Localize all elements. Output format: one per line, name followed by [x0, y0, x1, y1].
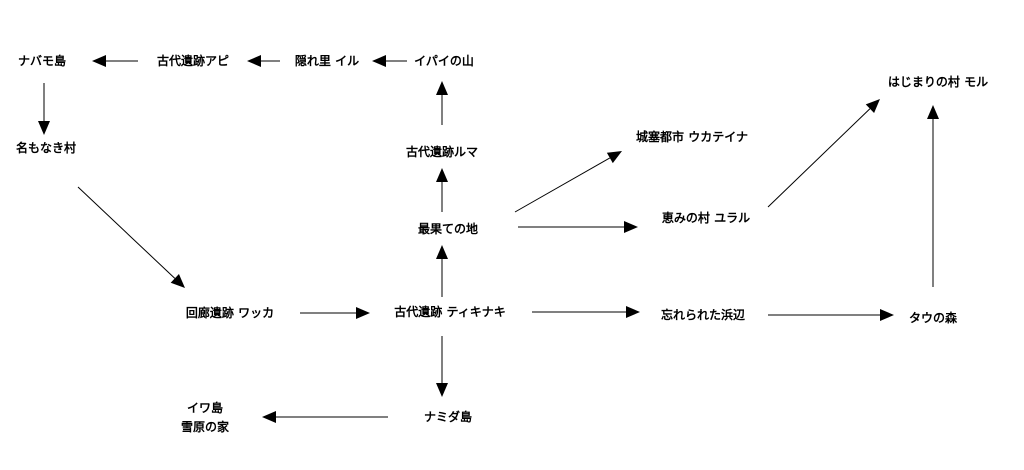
arrowhead-icon	[170, 274, 185, 288]
node-ipai-mountain: イパイの山	[414, 54, 474, 68]
arrowhead-icon	[927, 105, 939, 119]
arrowhead-icon	[436, 245, 448, 259]
node-iwa-island-line1: イワ島	[186, 401, 224, 415]
arrowhead-icon	[92, 55, 106, 67]
node-starting-village: はじまりの村 モル	[887, 75, 989, 89]
arrowhead-icon	[865, 99, 880, 114]
arrowhead-icon	[626, 306, 640, 318]
node-iwa-island-line2: 雪原の家	[180, 420, 230, 434]
arrowhead-icon	[436, 81, 448, 95]
edge-line	[514, 157, 611, 213]
arrowhead-icon	[372, 55, 386, 67]
edge-kakure-apipi	[247, 55, 280, 67]
edge-saihate-megumi	[518, 221, 638, 233]
node-hidden-village-iru: 隠れ里 イル	[294, 54, 360, 68]
edge-tau-hajimari	[927, 105, 939, 287]
edge-kairou-tiki	[300, 307, 370, 319]
edge-ipai-kakure	[372, 55, 407, 67]
edge-namida-iwa	[262, 411, 388, 423]
edge-ruma-ipai	[436, 81, 448, 125]
node-iwa-island: イワ島 雪原の家	[181, 399, 229, 437]
arrowhead-icon	[436, 168, 448, 182]
edge-nabamo-namonaki	[38, 83, 50, 135]
node-nabamo-island: ナバモ島	[17, 54, 67, 68]
arrowhead-icon	[38, 121, 50, 135]
edge-namonaki-kairou	[77, 186, 185, 288]
arrowhead-icon	[606, 151, 622, 164]
node-forgotten-beach: 忘れられた浜辺	[660, 308, 746, 322]
edge-apipi-nabamo	[92, 55, 138, 67]
arrowhead-icon	[436, 383, 448, 397]
edge-tiki-namida	[436, 336, 448, 397]
edge-line	[77, 186, 176, 279]
node-nameless-village: 名もなき村	[15, 141, 77, 155]
node-blessed-village: 恵みの村 ユラル	[661, 211, 751, 225]
edge-tiki-wasure	[532, 306, 640, 318]
node-ancient-ruins-api: 古代遺跡アピ	[156, 54, 230, 68]
arrowhead-icon	[880, 309, 894, 321]
node-farthest-land: 最果ての地	[417, 222, 479, 236]
arrowhead-icon	[247, 55, 261, 67]
arrowhead-icon	[262, 411, 276, 423]
edge-wasure-tau	[768, 309, 894, 321]
arrowhead-icon	[624, 221, 638, 233]
node-ancient-ruins-ruma: 古代遺跡ルマ	[405, 145, 479, 159]
edge-saihate-jousai	[514, 151, 622, 213]
node-fortress-city: 城塞都市 ウカテイナ	[636, 130, 748, 144]
node-ancient-ruins-tikinaki: 古代遺跡 ティキナキ	[394, 305, 506, 319]
arrowhead-icon	[356, 307, 370, 319]
node-namida-island: ナミダ島	[423, 410, 473, 424]
node-corridor-ruins: 回廊遺跡 ワッカ	[185, 306, 275, 320]
edge-megumi-hajimari	[767, 99, 880, 208]
edge-tiki-saihate	[436, 245, 448, 297]
edge-line	[767, 108, 871, 208]
edge-saihate-ruma	[436, 168, 448, 212]
node-tau-forest: タウの森	[908, 311, 958, 325]
